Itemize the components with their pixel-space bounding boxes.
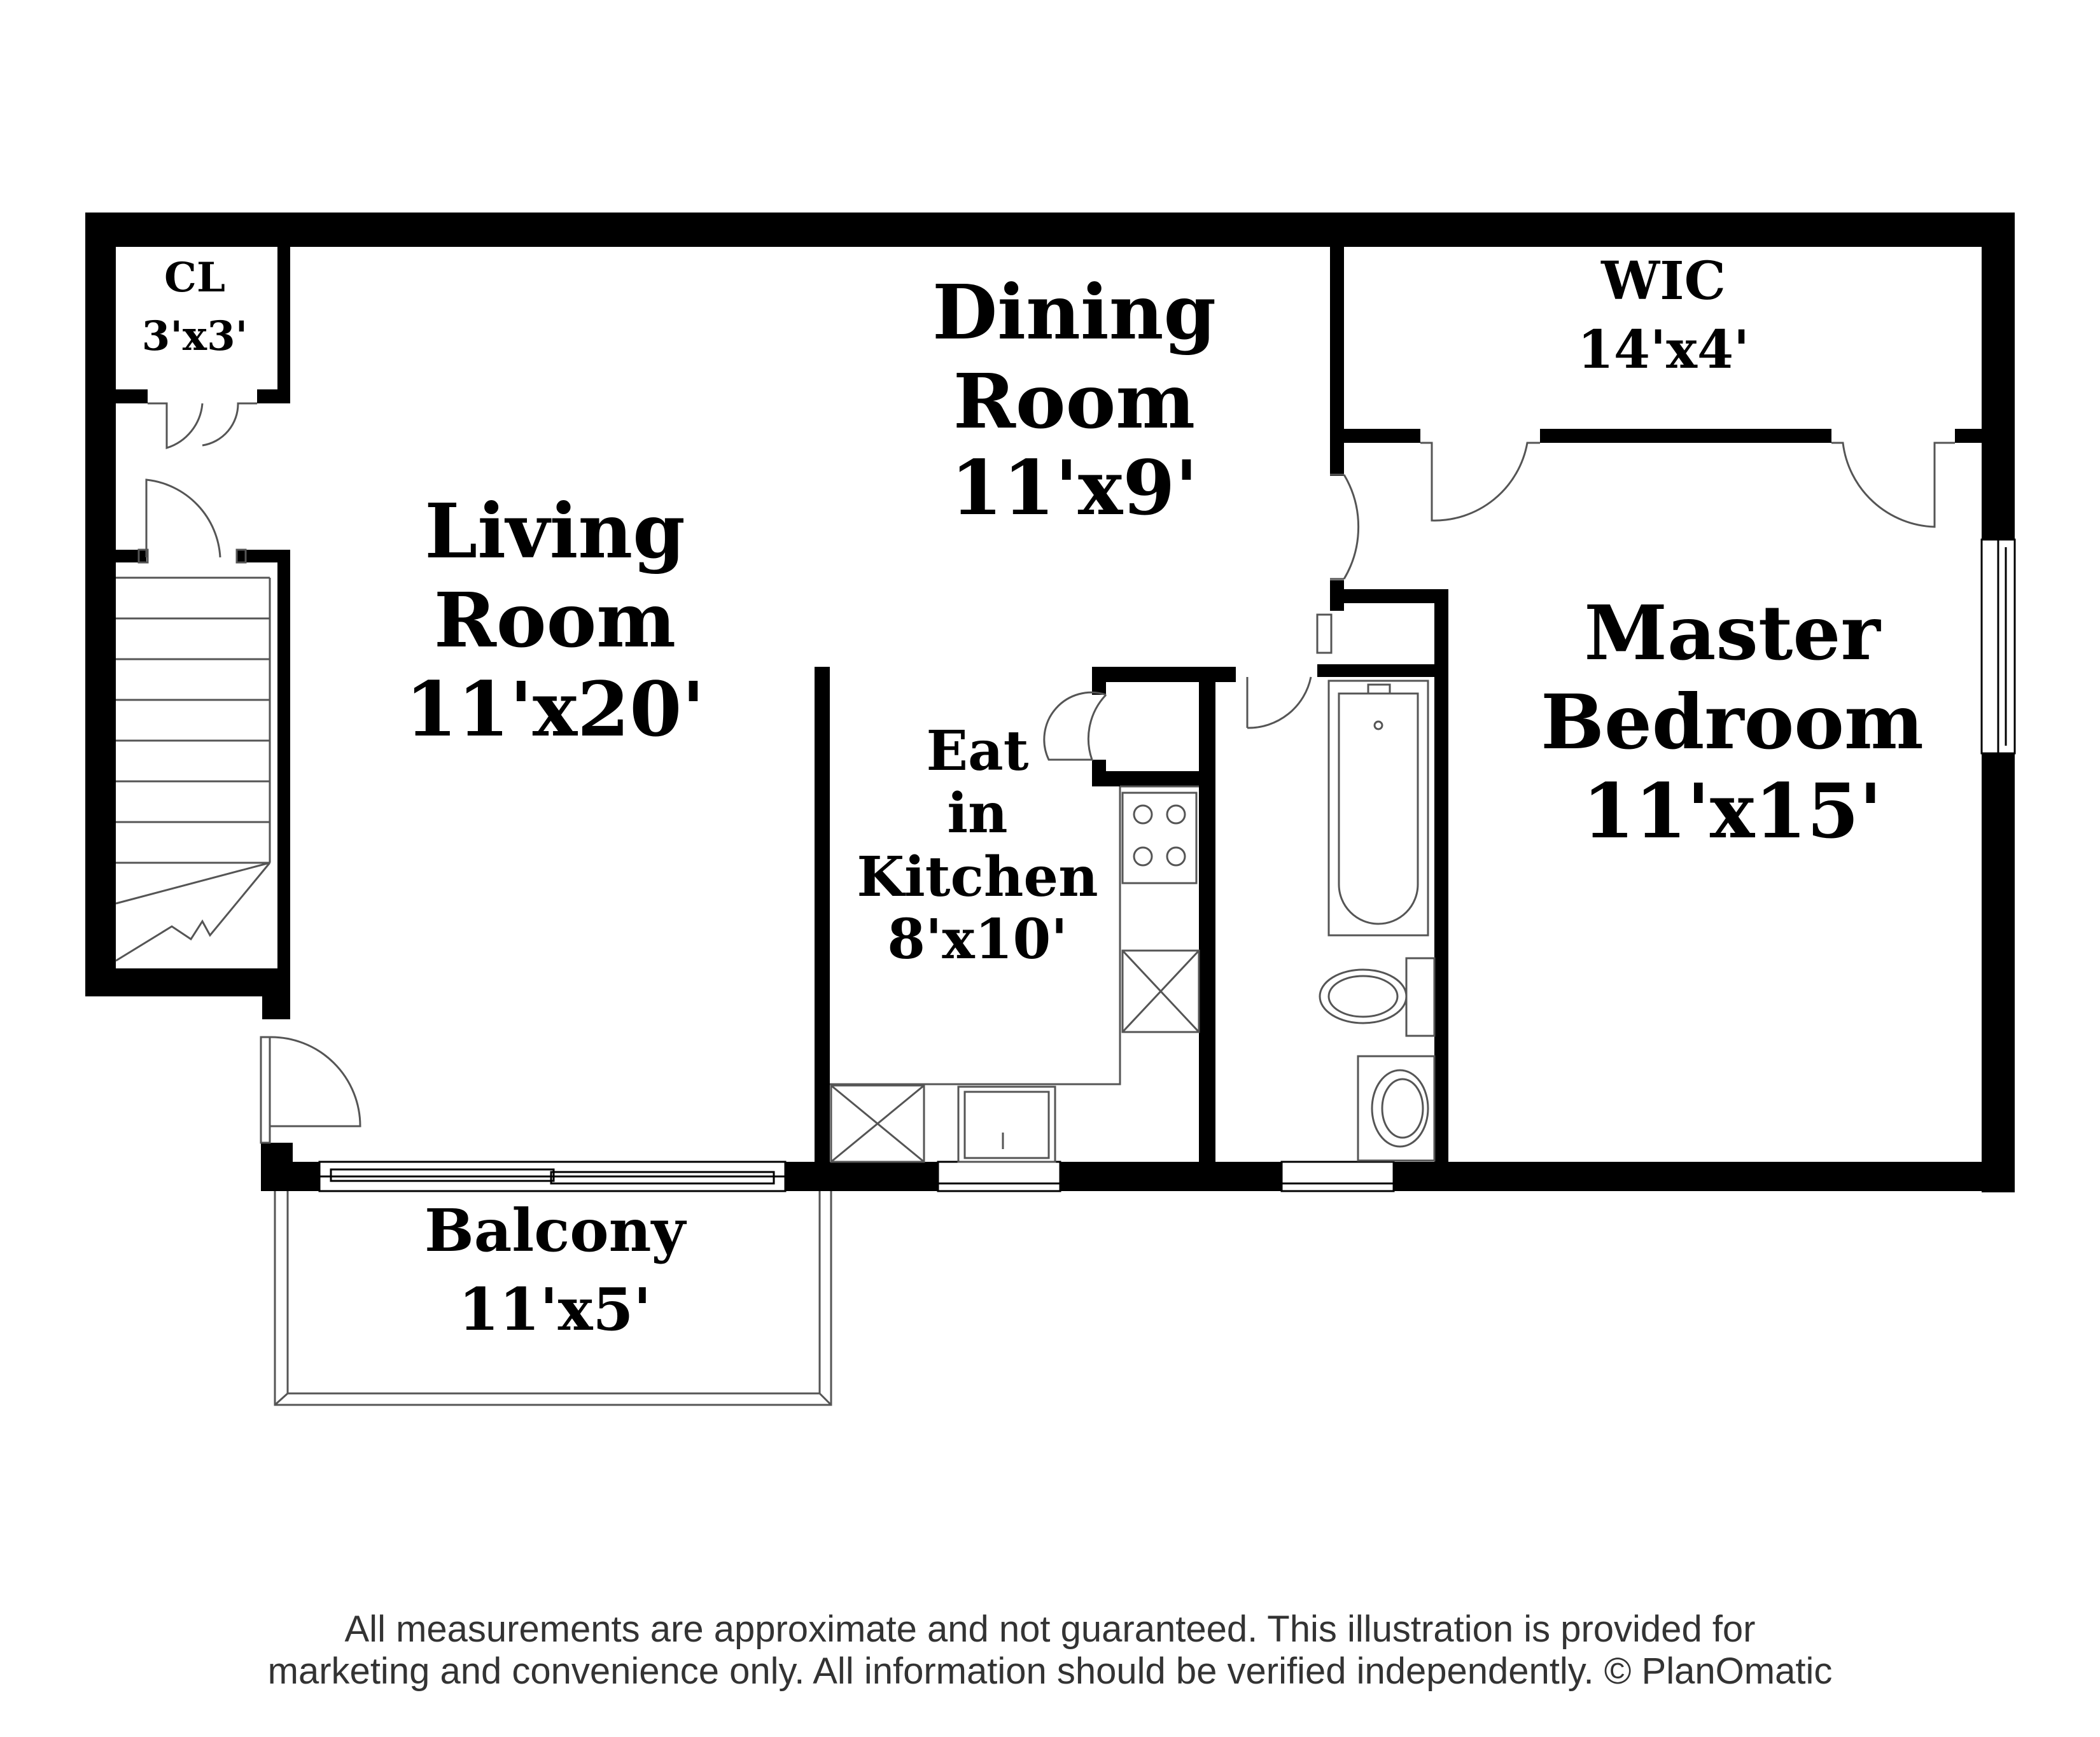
wall-kitchen-left	[815, 667, 830, 1169]
range	[1121, 792, 1198, 884]
kitchen-window	[937, 1161, 1061, 1192]
bath-window	[1280, 1161, 1395, 1192]
dining-label: Dining	[932, 268, 1216, 356]
kitchen-sink	[957, 1085, 1056, 1163]
staircase	[115, 576, 271, 962]
wall-right-lower	[1982, 753, 2015, 1192]
wall-bottom-2	[785, 1162, 938, 1191]
balcony-railing-outer	[274, 1191, 832, 1406]
bathtub	[1327, 680, 1429, 937]
wall-bath-right	[1434, 589, 1448, 1181]
kitchen-counter	[830, 785, 1199, 1085]
wic-label: WIC	[1600, 251, 1726, 312]
disclaimer: All measurements are approximate and not…	[0, 1608, 2100, 1692]
wall-bottom-4	[1394, 1162, 2015, 1191]
wall-kitchen-pantry	[1092, 771, 1215, 786]
wall-right-upper	[1982, 213, 2015, 540]
toilet-bowl	[1319, 968, 1408, 1024]
wall-dining-right	[1330, 213, 1344, 438]
master-label-2: Bedroom	[1541, 678, 1924, 766]
wall-closet-right	[277, 213, 290, 403]
wall-dining-jamb	[1330, 438, 1344, 476]
dining-label-2: Room	[953, 357, 1195, 445]
wall-bath-jamb	[1330, 580, 1344, 611]
dishwasher	[830, 1084, 925, 1163]
wall-bottom-1	[261, 1162, 319, 1191]
wall-left	[85, 213, 116, 996]
kitchen-label-3: Kitchen	[857, 845, 1098, 909]
balcony-railing-inner	[286, 1191, 821, 1395]
disclaimer-line-2: marketing and convenience only. All info…	[267, 1650, 1833, 1692]
wall-bath-jamb-2	[1317, 664, 1331, 677]
living-label: Living	[424, 487, 685, 575]
wall-stair-right	[277, 554, 290, 999]
door-stair	[145, 478, 221, 558]
disclaimer-line-1: All measurements are approximate and not…	[344, 1608, 1756, 1650]
door-pantry	[1043, 691, 1107, 761]
wall-wic-bottom-2	[1540, 429, 1831, 443]
balcony	[274, 1191, 832, 1406]
wall-stair-right-top	[237, 550, 290, 562]
wall-bath-inner-top	[1317, 664, 1448, 677]
wall-closet-bottom-left	[116, 389, 148, 403]
wall-kitchen-mid-stub	[1092, 760, 1106, 786]
door-hall	[1343, 474, 1360, 580]
kitchen-label: Eat	[927, 719, 1029, 783]
living-size: 11'x20'	[405, 665, 704, 753]
master-label: Master	[1584, 589, 1881, 677]
kitchen-fixtures	[830, 785, 1200, 1163]
wall-kitchen-top	[1092, 667, 1236, 682]
toilet-tank	[1405, 957, 1436, 1037]
vanity	[1357, 1055, 1436, 1162]
closet-size: 3'x3'	[142, 312, 248, 360]
wall-wic-bottom-3	[1955, 429, 2015, 443]
balcony-size: 11'x5'	[458, 1275, 651, 1344]
door-closet-right	[202, 402, 257, 447]
wall-top	[85, 213, 2015, 247]
wall-bath-top	[1330, 589, 1448, 603]
door-wic-right	[1831, 442, 1955, 528]
dining-size: 11'x9'	[951, 443, 1198, 532]
door-closet-left	[148, 402, 204, 450]
wall-wic-bottom-1	[1330, 429, 1420, 443]
kitchen-label-2: in	[947, 781, 1007, 846]
balcony-label: Balcony	[424, 1196, 687, 1265]
door-bath	[1247, 676, 1312, 729]
wic-size: 14'x4'	[1578, 319, 1749, 380]
door-wic-left	[1420, 442, 1540, 522]
living-label-2: Room	[434, 576, 676, 664]
refrigerator	[1121, 949, 1200, 1033]
closet-label: CL	[164, 254, 225, 302]
windows	[318, 538, 2016, 1192]
wall-kitchen-top-stub	[1092, 667, 1106, 695]
bath-fixtures	[1319, 680, 1436, 1162]
master-size: 11'x15'	[1582, 767, 1882, 855]
wall-stair-bottom	[85, 968, 289, 996]
wall-kitchen-right	[1199, 667, 1215, 1169]
wall-closet-bottom-right	[257, 389, 290, 403]
doors	[137, 402, 1955, 1144]
wall-entry-top	[116, 550, 146, 562]
room-labels: CL 3'x3' Living Room 11'x20' Dining Room…	[142, 251, 1924, 1344]
kitchen-size: 8'x10'	[887, 907, 1067, 972]
wall-bottom-3	[1060, 1162, 1282, 1191]
walls	[85, 213, 2015, 1192]
bath-sink	[1371, 1069, 1429, 1148]
wall-stair-step	[262, 980, 290, 1019]
door-entry	[260, 1036, 271, 1144]
